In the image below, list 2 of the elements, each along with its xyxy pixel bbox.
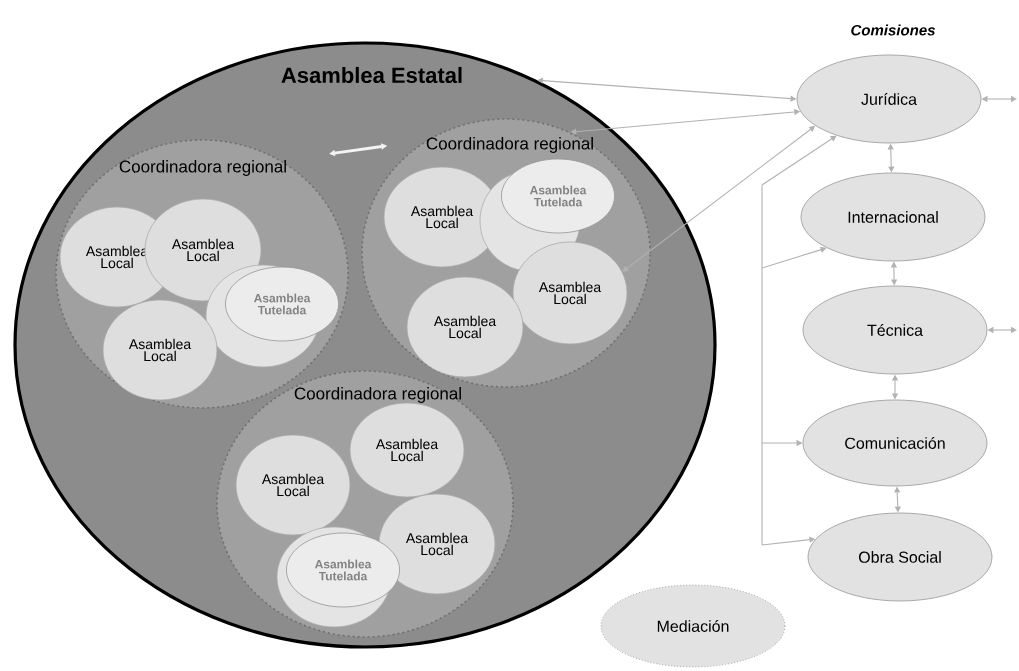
group-heading: Comisiones (851, 24, 935, 36)
arrow (761, 135, 837, 546)
